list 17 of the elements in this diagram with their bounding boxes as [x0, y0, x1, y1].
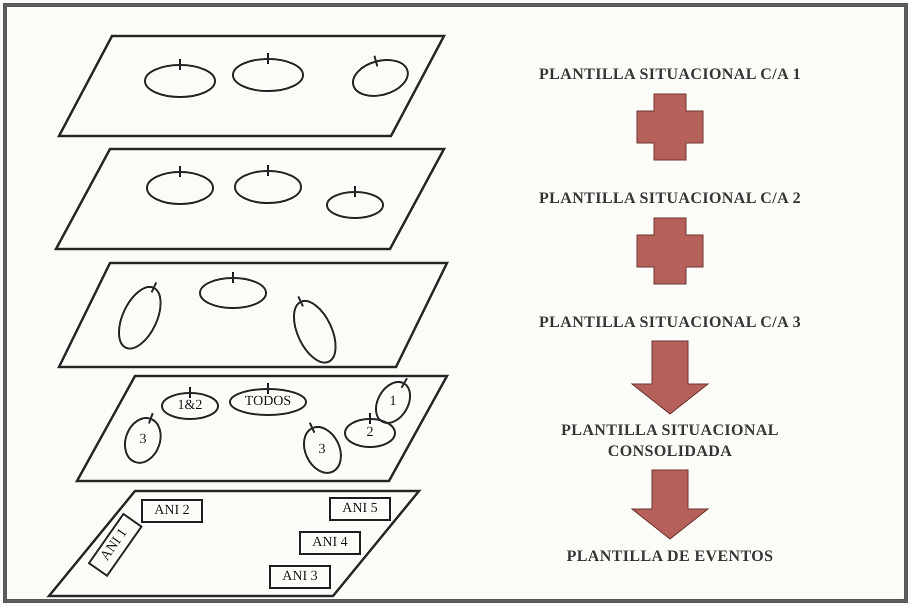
block-arrow — [630, 470, 710, 540]
ellipse-label: 3 — [318, 442, 326, 457]
box-label: ANI 2 — [154, 504, 190, 518]
ellipse-label: TODOS — [244, 395, 292, 409]
step-label: PLANTILLA SITUACIONAL C/A 2 — [539, 188, 801, 208]
box-label: ANI 3 — [282, 570, 318, 584]
box-label: ANI 5 — [342, 502, 378, 516]
step-label: PLANTILLA SITUACIONAL C/A 1 — [539, 64, 801, 84]
box-label: ANI 4 — [312, 536, 348, 550]
step-label: PLANTILLA SITUACIONAL C/A 3 — [539, 312, 801, 332]
block-arrow — [630, 340, 710, 415]
ellipse-label: 1 — [389, 394, 396, 409]
ellipse-label: 3 — [139, 432, 146, 447]
step-label: PLANTILLA SITUACIONAL CONSOLIDADA — [560, 421, 780, 462]
ellipse-label: 2 — [366, 426, 374, 440]
ellipse-label: 1&2 — [178, 399, 202, 413]
step-label: PLANTILLA DE EVENTOS — [566, 546, 774, 566]
